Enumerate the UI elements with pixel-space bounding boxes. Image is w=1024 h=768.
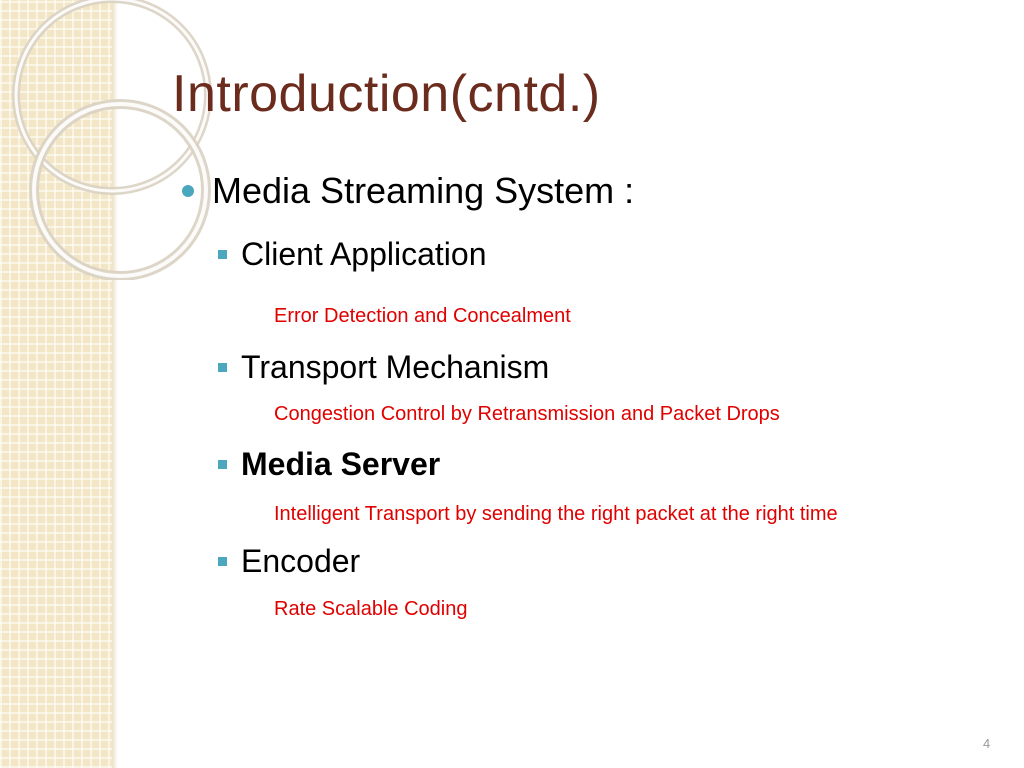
item-note: Error Detection and Concealment (274, 305, 571, 327)
item-label: Media Server (241, 446, 441, 482)
item-encoder: Encoder (218, 543, 360, 580)
square-bullet-icon (218, 250, 227, 259)
square-bullet-icon (218, 460, 227, 469)
item-label: Encoder (241, 543, 361, 579)
item-transport-mechanism: Transport Mechanism (218, 349, 549, 386)
item-label: Client Application (241, 236, 487, 272)
bullet-dot-icon (182, 185, 194, 197)
item-note: Intelligent Transport by sending the rig… (274, 503, 838, 525)
item-media-server: Media Server (218, 446, 440, 483)
item-client-application: Client Application (218, 236, 486, 273)
square-bullet-icon (218, 557, 227, 566)
item-label: Transport Mechanism (241, 349, 550, 385)
main-bullet-text: Media Streaming System : (212, 170, 635, 211)
page-number: 4 (983, 736, 991, 751)
main-bullet: Media Streaming System : (182, 170, 634, 212)
item-note: Congestion Control by Retransmission and… (274, 403, 780, 425)
item-note: Rate Scalable Coding (274, 598, 468, 620)
square-bullet-icon (218, 363, 227, 372)
slide-title: Introduction(cntd.) (172, 65, 601, 123)
side-band-edge (112, 0, 118, 768)
decorative-rings (12, 0, 212, 280)
